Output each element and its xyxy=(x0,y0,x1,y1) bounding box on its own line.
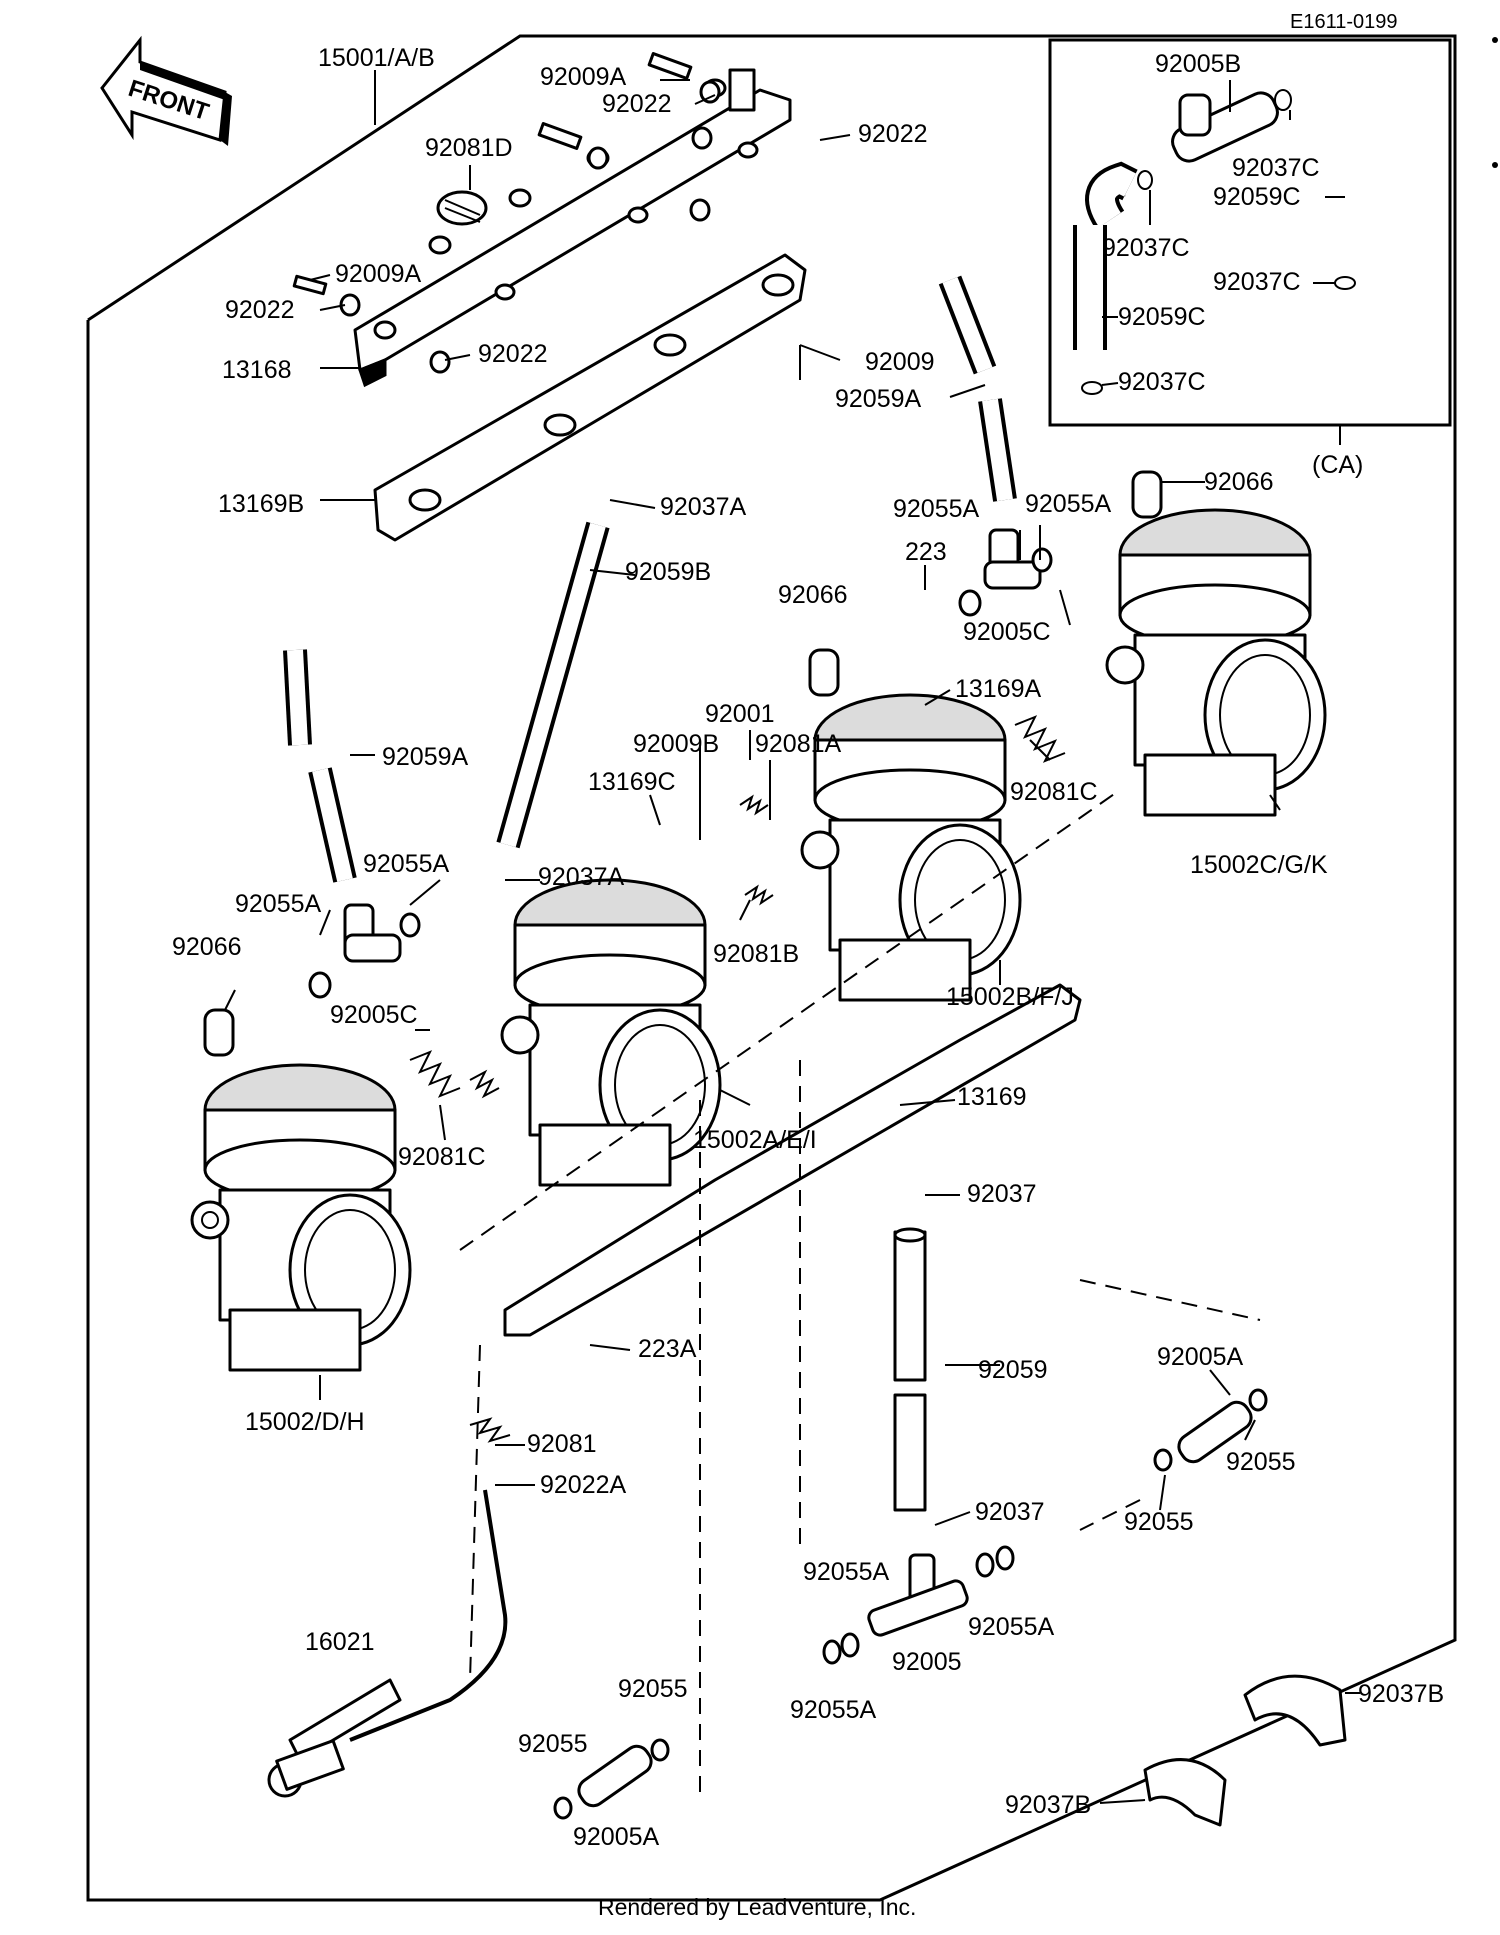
part-label: 92022 xyxy=(858,120,928,148)
part-label: 223 xyxy=(905,538,947,566)
part-label: 92005A xyxy=(573,1823,660,1851)
hose-92059b xyxy=(496,521,610,849)
inset-leader-lines xyxy=(1101,80,1345,445)
part-label: 16021 xyxy=(305,1628,375,1656)
part-label: 92059A xyxy=(382,743,469,771)
hose-92059a-top xyxy=(938,275,1017,502)
part-labels: 15001/A/B 92009A 92022 92022 92081D 9200… xyxy=(172,44,1444,1851)
inset-labels: 92005B 92037C 92059C 92037C 92037C 92059… xyxy=(1102,50,1363,479)
part-label: 92055A xyxy=(363,850,450,878)
hose-92059a-left xyxy=(283,649,357,883)
part-label: 92055A xyxy=(803,1558,890,1586)
part-label: 92081A xyxy=(755,730,842,758)
part-label: 92055 xyxy=(1124,1508,1194,1536)
inset-box xyxy=(1048,38,1452,427)
fuel-t-joint-92005c-left xyxy=(308,903,421,999)
alignment-lines xyxy=(459,789,1261,1800)
inset-label: 92037C xyxy=(1102,234,1190,262)
part-label: 92037B xyxy=(1005,1791,1091,1819)
part-label: 92055A xyxy=(1025,490,1112,518)
part-label: 92005C xyxy=(330,1001,418,1029)
part-label: 223A xyxy=(638,1335,697,1363)
part-label: 92005 xyxy=(892,1648,962,1676)
part-label: 92009 xyxy=(865,348,935,376)
inset-hose-assembly xyxy=(1073,69,1356,395)
inset-label: 92059C xyxy=(1118,303,1206,331)
clamps-92037b xyxy=(1143,1674,1347,1827)
part-label: 92081C xyxy=(1010,778,1098,806)
part-label: 13168 xyxy=(222,356,292,384)
inset-label: 92037C xyxy=(1232,154,1320,182)
part-label: 92059B xyxy=(625,558,711,586)
part-label: 92037A xyxy=(538,863,625,891)
part-label: 92059 xyxy=(978,1356,1048,1384)
fuel-t-joint-92005c-right xyxy=(958,528,1053,617)
front-arrow-icon: FRONT xyxy=(100,35,232,146)
edge-mark xyxy=(1492,162,1498,168)
footer-credit: Rendered by LeadVenture, Inc. xyxy=(598,1894,916,1920)
part-label: 92009A xyxy=(335,260,422,288)
part-label: 92081 xyxy=(527,1430,597,1458)
pipe-92005a-bottom xyxy=(553,1738,670,1820)
part-label: 92055 xyxy=(518,1730,588,1758)
part-label: 92037A xyxy=(660,493,747,521)
carburetor-15002c xyxy=(1105,508,1327,817)
part-label: 92022A xyxy=(540,1471,627,1499)
carburetor-15002 xyxy=(190,1063,412,1372)
part-label: 92037B xyxy=(1358,1680,1444,1708)
part-label: 13169C xyxy=(588,768,676,796)
part-label: 92055A xyxy=(893,495,980,523)
caps-92066 xyxy=(203,470,1163,1057)
part-label: 92037 xyxy=(967,1180,1037,1208)
part-label: 13169 xyxy=(957,1083,1027,1111)
leader-lines xyxy=(224,70,1360,1804)
part-label: 15002A/E/I xyxy=(693,1126,817,1154)
part-label: 92081B xyxy=(713,940,799,968)
part-label: 92055A xyxy=(968,1613,1055,1641)
part-label: 92022 xyxy=(602,90,672,118)
part-label: 92005C xyxy=(963,618,1051,646)
part-label: 92055A xyxy=(235,890,322,918)
part-label: 92081C xyxy=(398,1143,486,1171)
part-label: 92037 xyxy=(975,1498,1045,1526)
part-label: 92066 xyxy=(778,581,848,609)
part-label: 13169A xyxy=(955,675,1042,703)
part-label: 15001/A/B xyxy=(318,44,435,72)
part-label: 15002B/F/J xyxy=(946,983,1074,1011)
throttle-cable-16021 xyxy=(267,1489,508,1798)
part-label: 92055A xyxy=(790,1696,877,1724)
fuel-t-joint-92005 xyxy=(822,1545,1015,1665)
part-label: 92066 xyxy=(172,933,242,961)
edge-mark xyxy=(1492,37,1498,43)
part-label: 92009B xyxy=(633,730,719,758)
carburetor-15002a xyxy=(500,878,722,1187)
inset-label: 92037C xyxy=(1118,368,1206,396)
carburetor-15002b xyxy=(800,693,1022,1002)
diagram-code: E1611-0199 xyxy=(1290,11,1398,33)
hose-92059-center xyxy=(893,1227,927,1512)
part-label: 92066 xyxy=(1204,468,1274,496)
inset-label: 92059C xyxy=(1213,183,1301,211)
main-frame xyxy=(86,34,1457,1902)
part-label: 15002C/G/K xyxy=(1190,851,1328,879)
pipe-92005a-right xyxy=(1153,1388,1268,1472)
part-label: 92001 xyxy=(705,700,775,728)
inset-caption: (CA) xyxy=(1312,451,1363,479)
part-label: 92055 xyxy=(618,1675,688,1703)
part-label: 92005A xyxy=(1157,1343,1244,1371)
part-label: 92059A xyxy=(835,385,922,413)
lower-bracket-13169b xyxy=(373,253,807,542)
lower-bracket-13169 xyxy=(503,983,1082,1337)
part-label: 92022 xyxy=(478,340,548,368)
part-label: 15002/D/H xyxy=(245,1408,365,1436)
part-label: 92081D xyxy=(425,134,513,162)
inset-label: 92005B xyxy=(1155,50,1241,78)
part-label: 92009A xyxy=(540,63,627,91)
inset-label: 92037C xyxy=(1213,268,1301,296)
part-label: 92055 xyxy=(1226,1448,1296,1476)
part-label: 13169B xyxy=(218,490,304,518)
fasteners-upper xyxy=(292,52,721,374)
part-label: 92022 xyxy=(225,296,295,324)
